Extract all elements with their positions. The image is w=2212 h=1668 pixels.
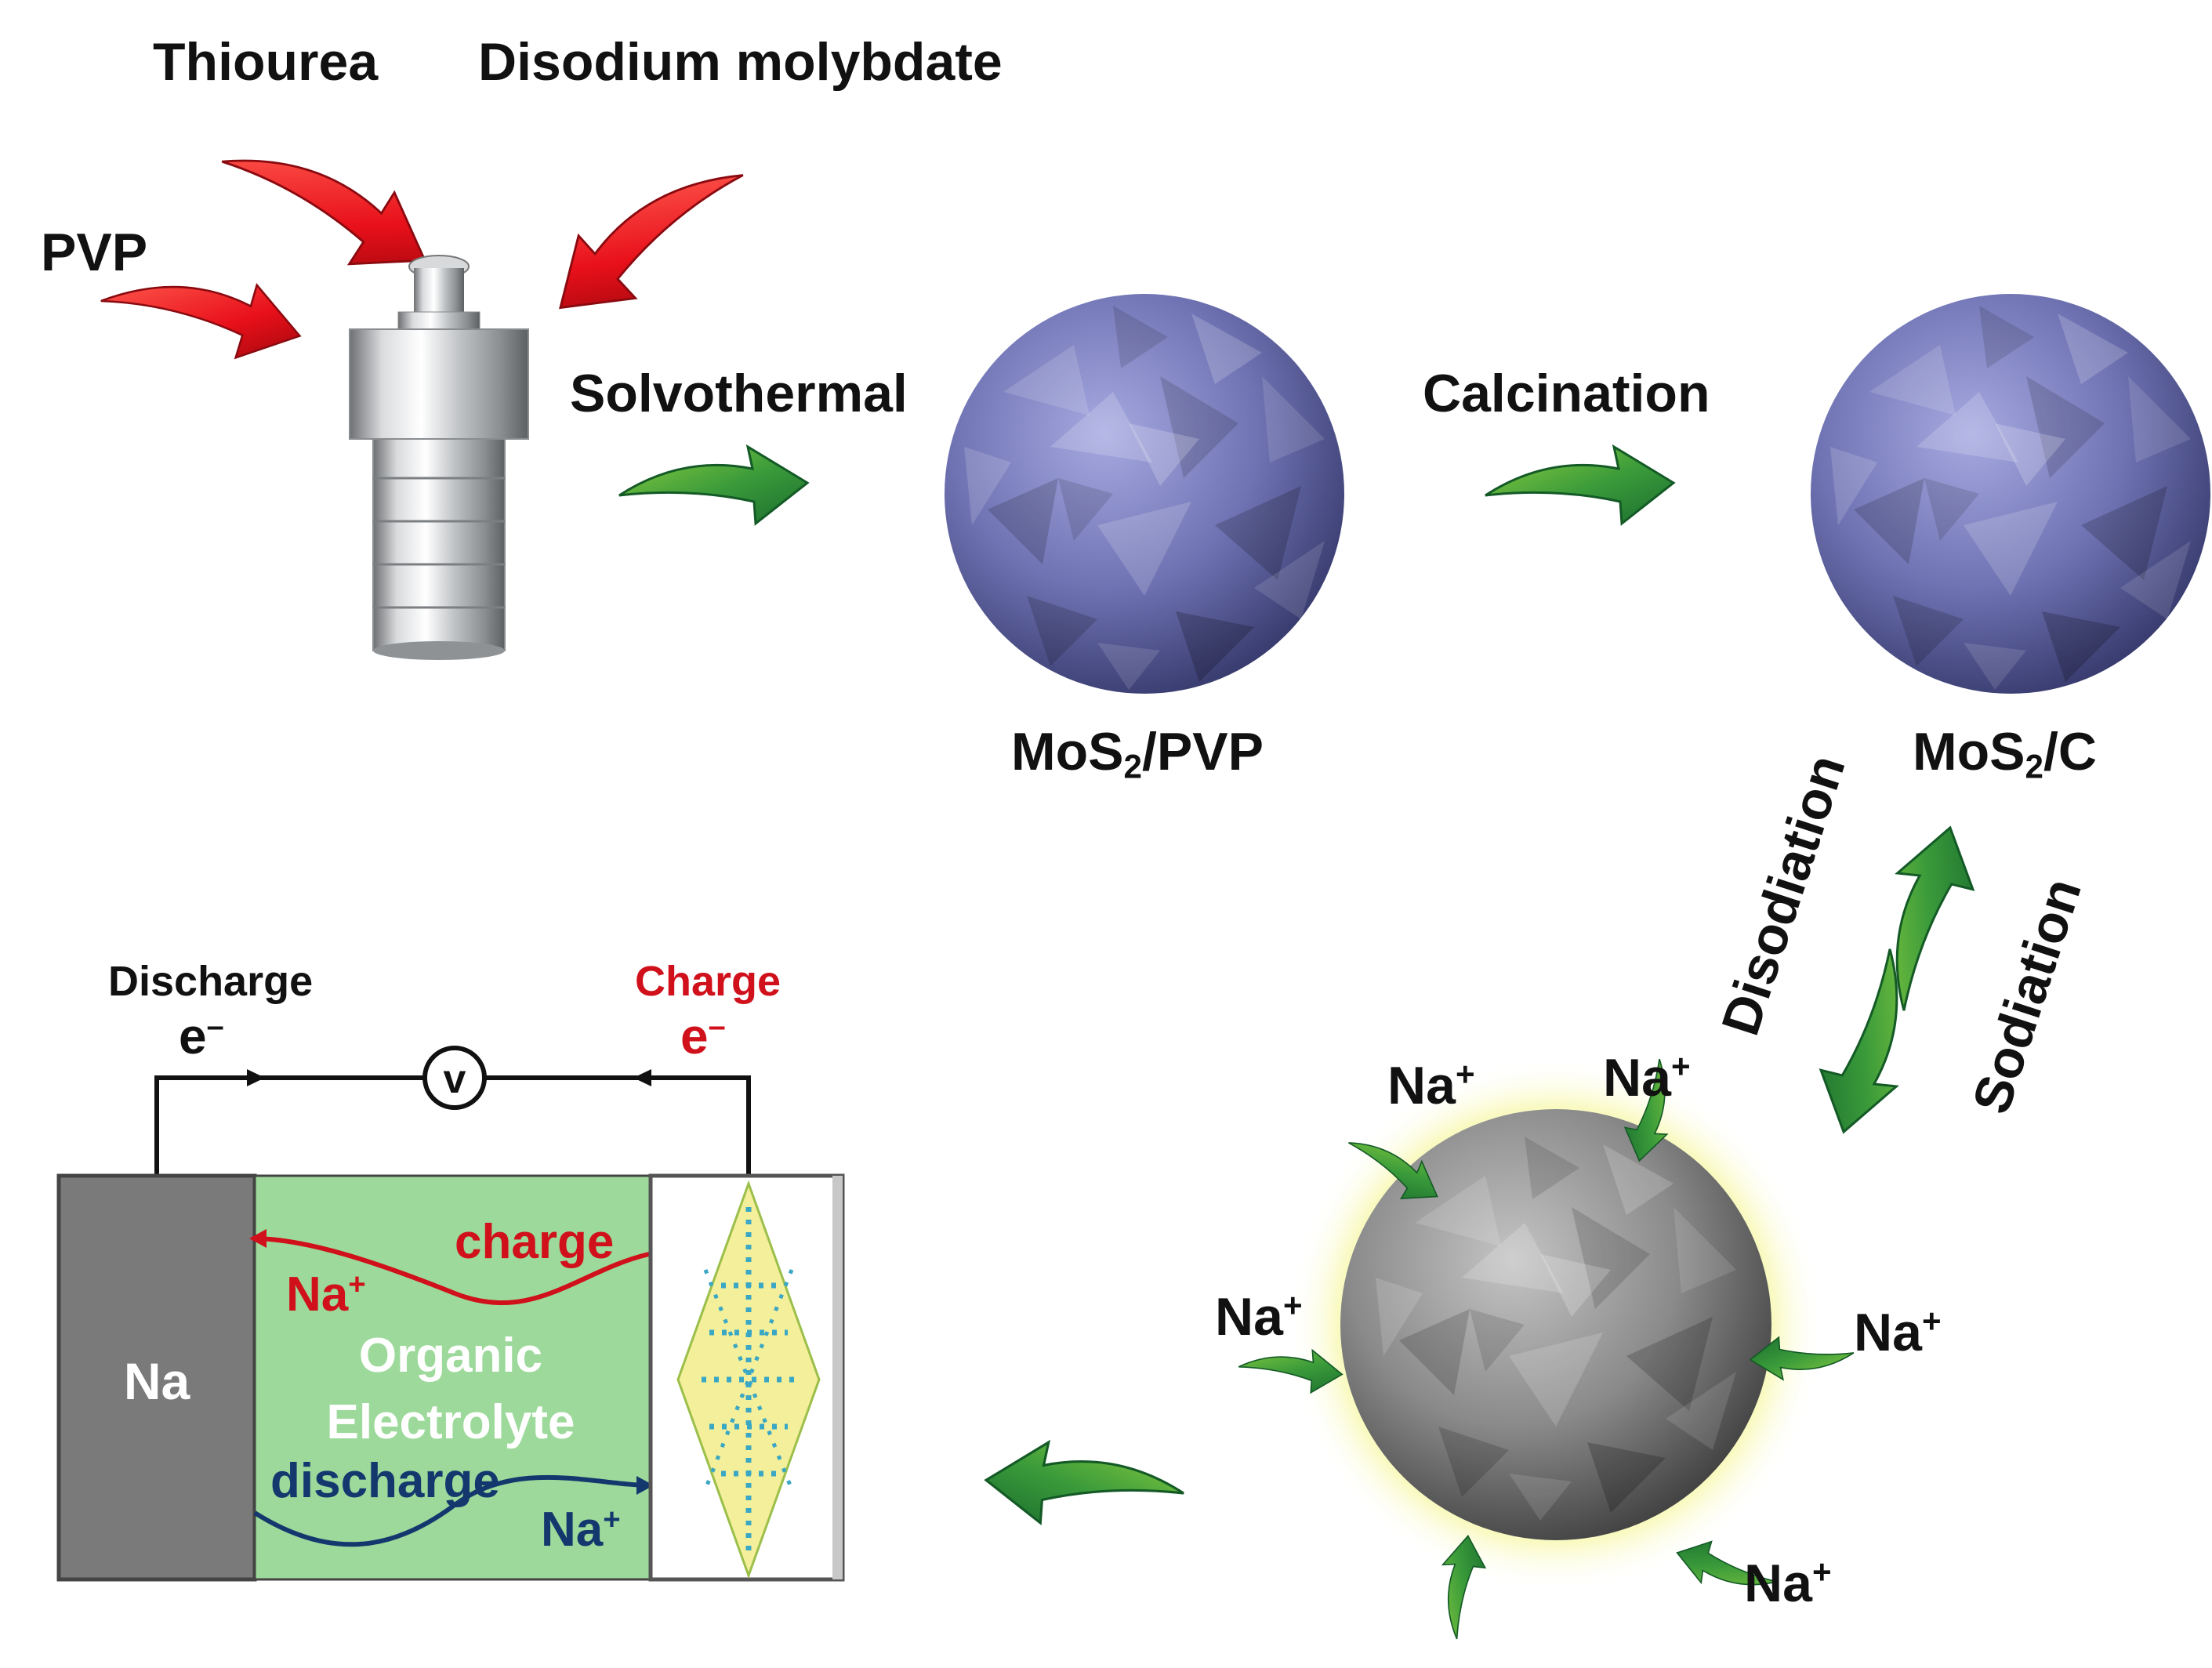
- product-mos2-c-label: MoS2/C: [1913, 722, 2097, 785]
- step-solvothermal-label: Solvothermal: [570, 364, 908, 423]
- reagent-disodium-molybdate-label: Disodium molybdate: [478, 32, 1003, 92]
- green-curved-arrow-icon: [1804, 939, 1938, 1144]
- reagent-thiourea-label: Thiourea: [153, 32, 379, 92]
- red-curved-arrow-icon: [98, 278, 303, 361]
- discharge-label: Discharge: [108, 958, 314, 1005]
- discharge-flow-line: [253, 1474, 651, 1547]
- green-curved-arrow-icon: [1484, 445, 1675, 525]
- sodium-ion-label: Na+: [1215, 1287, 1303, 1347]
- red-curved-arrow-icon: [202, 137, 444, 288]
- reagent-pvp-label: PVP: [41, 223, 147, 282]
- red-curved-arrow-icon: [533, 153, 772, 333]
- autoclave-reactor-icon: [349, 255, 529, 660]
- sodium-ion-label: Na+: [1387, 1056, 1475, 1116]
- electrolyte-label-line2: Electrolyte: [326, 1395, 575, 1449]
- sodiated-sphere: [1289, 1058, 1822, 1591]
- sodium-ion-label: Na+: [1603, 1048, 1691, 1108]
- charge-sodium-ion-label: Na+: [286, 1267, 366, 1322]
- sodium-ion-label: Na+: [1854, 1303, 1942, 1363]
- charge-electron-label: e–: [680, 1008, 726, 1064]
- discharge-flow-label: discharge: [270, 1454, 500, 1508]
- discharge-electron-label: e–: [179, 1008, 224, 1064]
- step-calcination-label: Calcination: [1423, 364, 1710, 423]
- mos2-pvp-sphere: [945, 294, 1344, 694]
- charge-flow-line: [252, 1236, 650, 1306]
- charge-direction-icon: [633, 1069, 651, 1086]
- green-curved-arrow-icon: [618, 445, 809, 525]
- mos2-crystal-lattice-icon: [676, 1180, 821, 1579]
- sodium-anode: [56, 1173, 257, 1582]
- sodium-ion-cell: v Na Organic Electrolyte charge discharg…: [56, 1046, 845, 1582]
- cathode-current-collector: [832, 1176, 843, 1579]
- voltmeter-icon: [422, 1046, 487, 1110]
- anode-label: Na: [124, 1352, 191, 1410]
- green-curved-arrow-icon: [985, 1441, 1185, 1525]
- step-disodiation-label: Disodiation: [1710, 748, 1857, 1042]
- electrolyte-label-line1: Organic: [359, 1329, 542, 1383]
- voltmeter-symbol: v: [444, 1057, 466, 1102]
- discharge-sodium-ion-label: Na+: [541, 1503, 621, 1557]
- mos2-c-sphere: [1811, 294, 2210, 694]
- organic-electrolyte: [253, 1174, 652, 1581]
- discharge-flow-arrowhead: [636, 1476, 654, 1495]
- step-sodiation-label: Sodiation: [1961, 872, 2093, 1121]
- charge-flow-arrowhead: [249, 1229, 267, 1248]
- charge-flow-label: charge: [455, 1215, 614, 1269]
- charge-label: Charge: [635, 958, 781, 1005]
- discharge-direction-icon: [247, 1069, 265, 1086]
- sodium-ion-label: Na+: [1744, 1554, 1832, 1614]
- product-mos2-pvp-label: MoS2/PVP: [1011, 722, 1264, 785]
- green-curved-arrow-icon: [1856, 815, 1990, 1021]
